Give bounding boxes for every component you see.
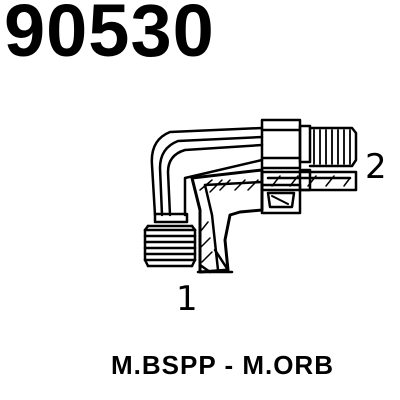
hex-nut xyxy=(260,118,302,215)
part-number-title: 90530 xyxy=(4,0,215,72)
section-cut xyxy=(190,168,264,274)
locknut-washer xyxy=(298,124,312,192)
bspp-thread-leg xyxy=(143,212,197,268)
thread-spec-caption: M.BSPP - M.ORB xyxy=(111,350,334,380)
port-2-label: 2 xyxy=(365,147,387,187)
elbow-body xyxy=(150,126,264,217)
port-1-label: 1 xyxy=(176,279,198,319)
orb-thread-leg xyxy=(260,126,358,192)
